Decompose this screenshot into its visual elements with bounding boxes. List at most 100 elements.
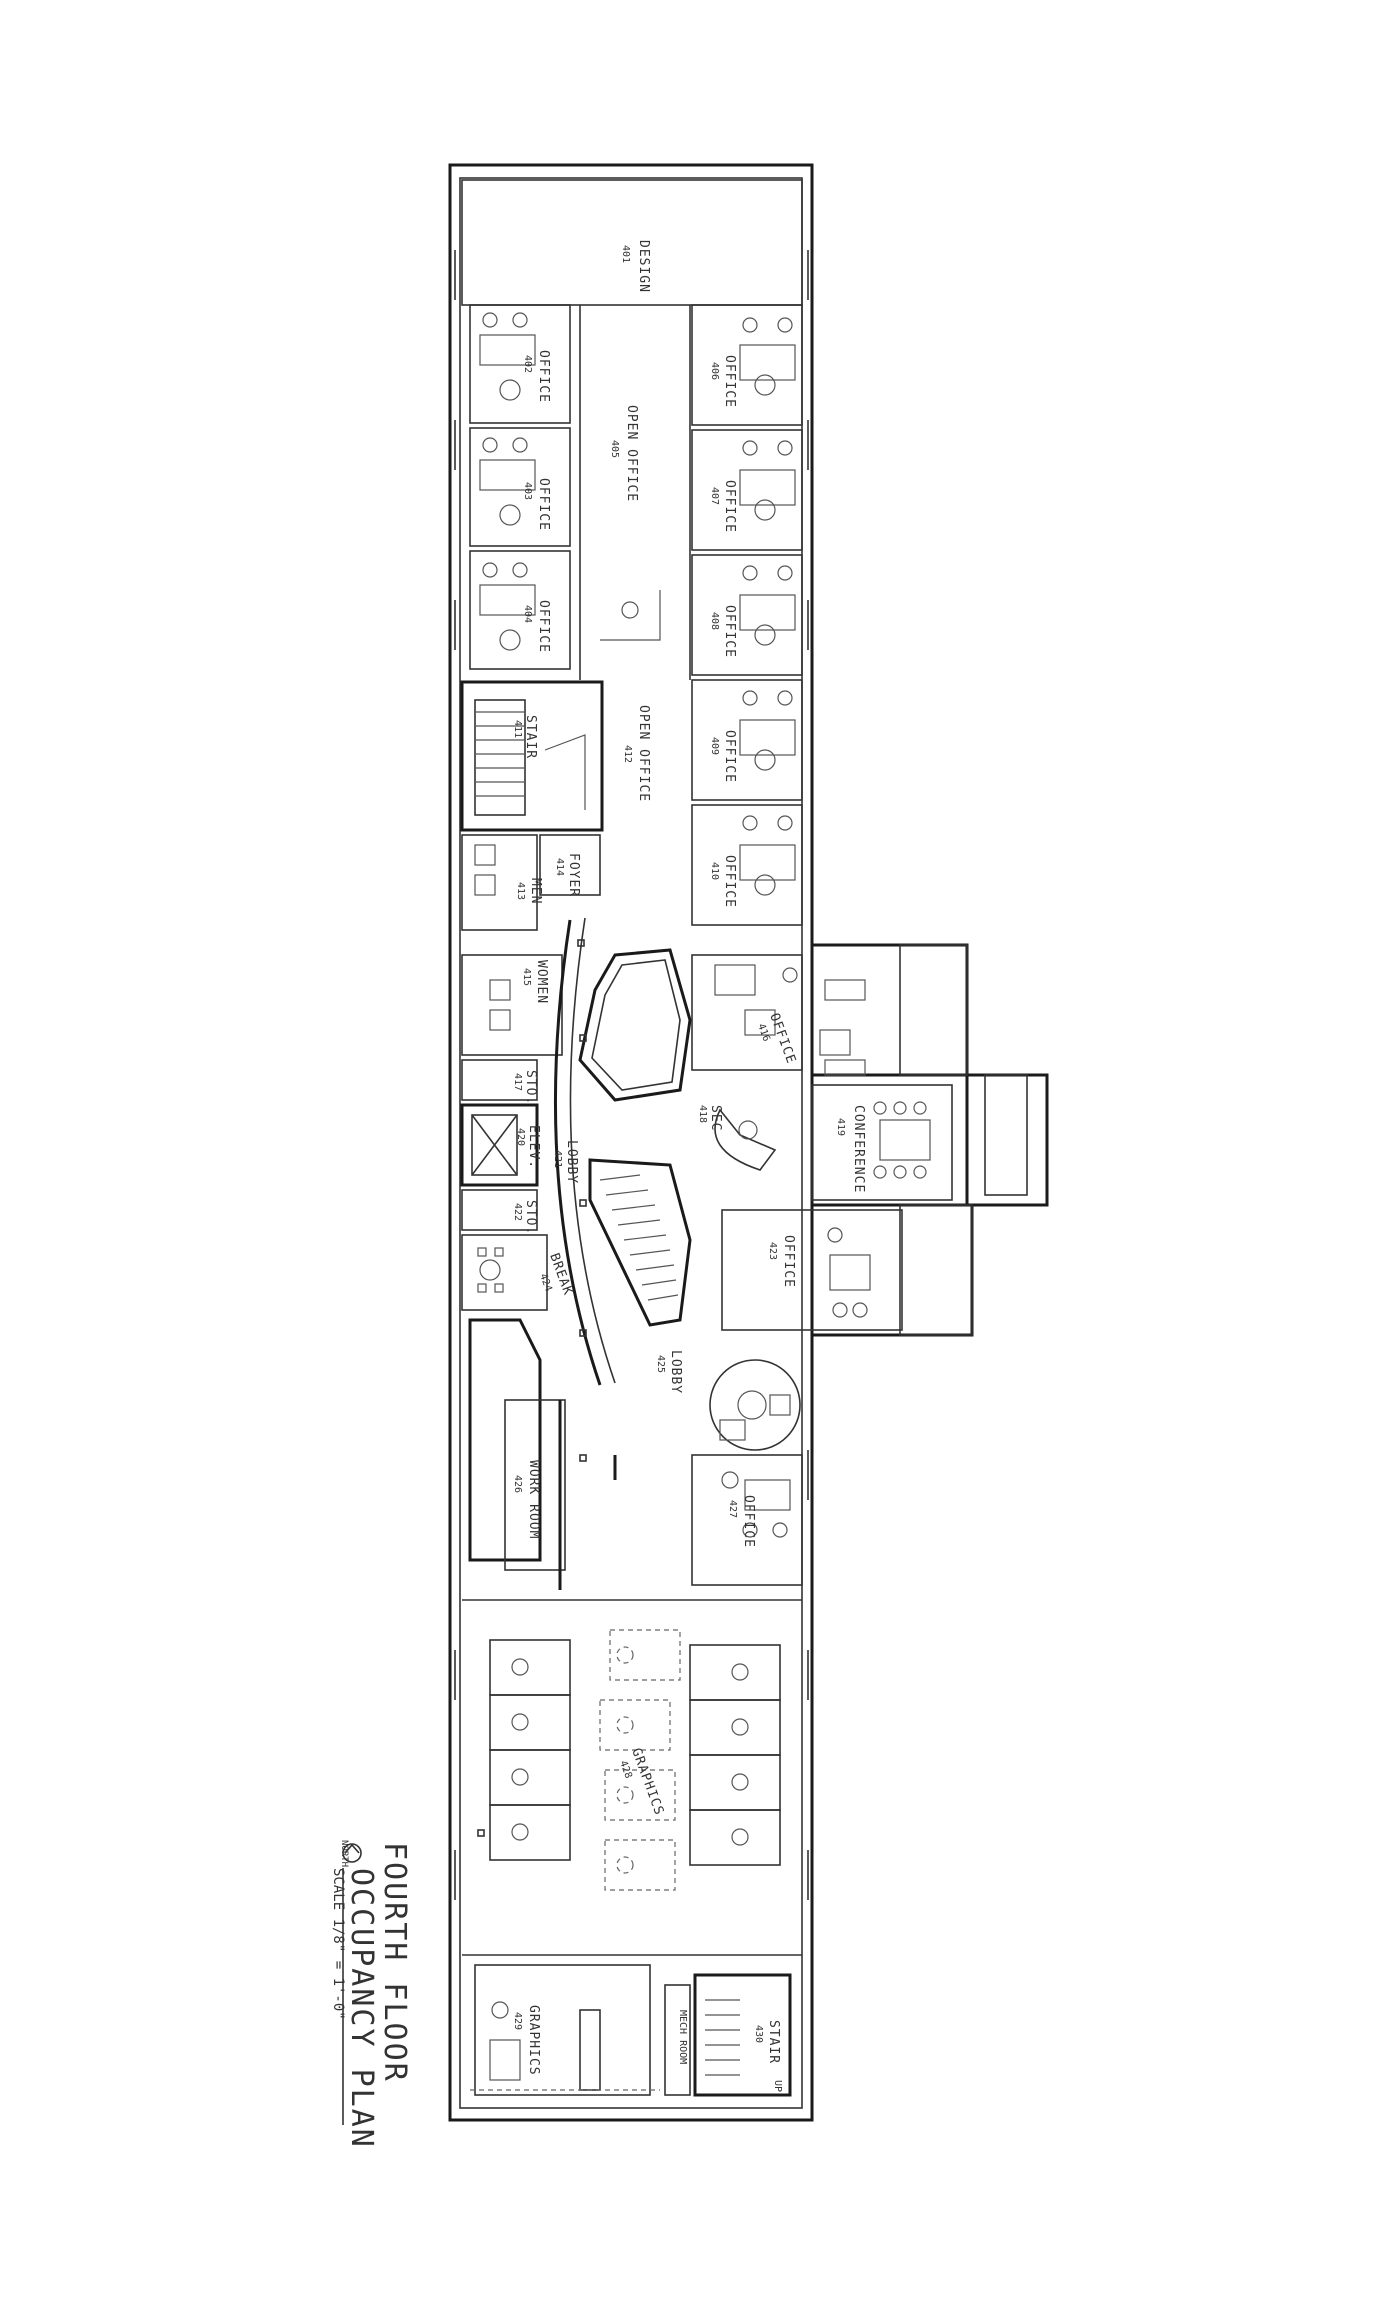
- room-number-open-office-405: 405: [609, 440, 620, 458]
- room-mech: MECH ROOM: [664, 1984, 691, 2096]
- room-office-408: OFFICE 408: [691, 554, 803, 676]
- room-number-stair-411: 411: [512, 720, 523, 738]
- room-office-404: OFFICE 404: [469, 550, 571, 670]
- room-name-office-410: OFFICE: [722, 855, 737, 908]
- room-number-office-407: 407: [709, 487, 720, 505]
- room-number-graphics-429: 429: [512, 2012, 523, 2030]
- room-number-office-410: 410: [709, 862, 720, 880]
- room-number-office-409: 409: [709, 737, 720, 755]
- room-number-open-office-412: 412: [622, 745, 633, 763]
- room-number-sec-418: 418: [697, 1105, 708, 1123]
- room-number-women-415: 415: [521, 968, 532, 986]
- room-office-427: OFFICE 427: [691, 1454, 803, 1586]
- room-name-sto-417: STO.: [523, 1070, 538, 1105]
- room-name-office-403: OFFICE: [536, 478, 551, 531]
- room-design: DESIGN 401: [461, 179, 803, 306]
- room-number-office-403: 403: [522, 482, 533, 500]
- room-number-sto-422: 422: [512, 1203, 523, 1221]
- room-name-office-427: OFFICE: [741, 1495, 756, 1548]
- room-number-office-427: 427: [727, 1500, 738, 1518]
- room-office-402: OFFICE 402: [469, 304, 571, 424]
- room-number-office-408: 408: [709, 612, 720, 630]
- plan-title-line1: FOURTH FLOOR: [377, 1842, 412, 2083]
- room-number-design: 401: [620, 245, 631, 263]
- room-stair-430: STAIR 430 UP: [693, 1973, 792, 2097]
- room-name-elev-420: ELEV.: [526, 1125, 541, 1169]
- room-number-break-424: 424: [537, 1272, 554, 1293]
- room-number-men-413: 413: [515, 882, 526, 900]
- north-arrow-pointer-icon: [344, 1843, 360, 1854]
- room-number-foyer-414: 414: [554, 858, 565, 876]
- room-foyer-414: FOYER 414: [539, 834, 601, 897]
- room-name-work-room-426: WORK ROOM: [526, 1460, 541, 1539]
- room-name-office-404: OFFICE: [536, 600, 551, 653]
- room-break-424: BREAK 424: [461, 1234, 575, 1311]
- room-number-stair-430: 430: [753, 2025, 764, 2043]
- room-name-lobby-421: LOBBY: [564, 1140, 579, 1184]
- room-work-room-426: WORK ROOM 426: [468, 1318, 617, 1590]
- room-graphics-428: GRAPHICS 428: [462, 1599, 802, 1891]
- room-number-office-406: 406: [709, 362, 720, 380]
- room-name-foyer-414: FOYER: [566, 853, 581, 897]
- room-name-office-402: OFFICE: [536, 350, 551, 403]
- room-sto-417: STO. 417: [461, 1059, 538, 1105]
- room-number-lobby-425: 425: [655, 1355, 666, 1373]
- room-name-graphics-429: GRAPHICS: [526, 2005, 541, 2076]
- room-office-416: OFFICE 416: [691, 954, 803, 1071]
- central-stair: [588, 1158, 692, 1327]
- north-label: NORTH: [339, 1840, 349, 1867]
- lobby-curved-wall: [553, 917, 616, 1386]
- room-number-office-416: 416: [755, 1022, 772, 1043]
- room-open-office-412: OPEN OFFICE 412: [622, 705, 651, 802]
- room-lobby-421: LOBBY 421: [552, 1140, 579, 1184]
- room-office-409: OFFICE 409: [691, 679, 803, 801]
- room-name-lobby-425: LOBBY: [668, 1350, 683, 1394]
- up-marker: UP: [772, 2080, 783, 2092]
- room-name-office-407: OFFICE: [722, 480, 737, 533]
- room-number-elev-420: 420: [515, 1128, 526, 1146]
- room-name-conference-419: CONFERENCE: [851, 1105, 866, 1193]
- room-name-sto-422: STO.: [523, 1200, 538, 1235]
- room-men-413: MEN 413: [461, 834, 543, 931]
- room-name-open-office-412: OPEN OFFICE: [636, 705, 651, 802]
- room-name-office-409: OFFICE: [722, 730, 737, 783]
- room-name-stair-430: STAIR: [766, 2020, 781, 2064]
- room-name-sec-418: SEC: [708, 1105, 723, 1131]
- room-lobby-425: LOBBY 425: [655, 1350, 801, 1451]
- room-name-design: DESIGN: [636, 240, 651, 293]
- room-name-open-office-405: OPEN OFFICE: [624, 405, 639, 502]
- room-office-416-annex: [819, 979, 866, 1076]
- room-name-mech: MECH ROOM: [677, 2010, 688, 2064]
- room-office-407: OFFICE 407: [691, 429, 803, 551]
- room-number-work-room-426: 426: [512, 1475, 523, 1493]
- lobby-island: [578, 948, 692, 1102]
- room-office-423: OFFICE 423: [721, 1209, 903, 1331]
- room-women-415: WOMEN 415: [461, 954, 563, 1056]
- room-number-graphics-428: 428: [617, 1759, 634, 1780]
- room-name-graphics-428: GRAPHICS: [628, 1746, 666, 1817]
- room-number-office-423: 423: [767, 1242, 778, 1260]
- room-graphics-429: GRAPHICS 429: [462, 1954, 802, 2096]
- room-number-conference-419: 419: [835, 1118, 846, 1136]
- room-name-office-408: OFFICE: [722, 605, 737, 658]
- room-number-office-402: 402: [522, 355, 533, 373]
- room-office-406: OFFICE 406: [691, 304, 803, 426]
- room-sto-422: STO. 422: [461, 1189, 538, 1235]
- title-block: NORTH FOURTH FLOOR OCCUPANCY PLAN SCALE …: [330, 1840, 412, 2149]
- room-number-office-404: 404: [522, 605, 533, 623]
- room-elev-420: ELEV. 420: [460, 1103, 541, 1187]
- room-number-sto-417: 417: [512, 1073, 523, 1091]
- room-conference-419: CONFERENCE 419: [811, 1084, 953, 1201]
- room-stair-411: STAIR 411: [460, 680, 604, 832]
- room-name-women-415: WOMEN: [534, 960, 549, 1004]
- room-open-office-405: OPEN OFFICE 405: [579, 305, 691, 680]
- room-office-403: OFFICE 403: [469, 427, 571, 547]
- room-office-410: OFFICE 410: [691, 804, 803, 926]
- room-name-office-423: OFFICE: [781, 1235, 796, 1288]
- plan-scale: SCALE 1/8" = 1'-0": [330, 1868, 346, 2020]
- column-markers: [477, 939, 587, 1837]
- room-number-lobby-421: 421: [552, 1150, 563, 1168]
- room-name-stair-411: STAIR: [523, 715, 538, 759]
- room-name-office-406: OFFICE: [722, 355, 737, 408]
- room-sec-418: SEC 418: [697, 1105, 777, 1171]
